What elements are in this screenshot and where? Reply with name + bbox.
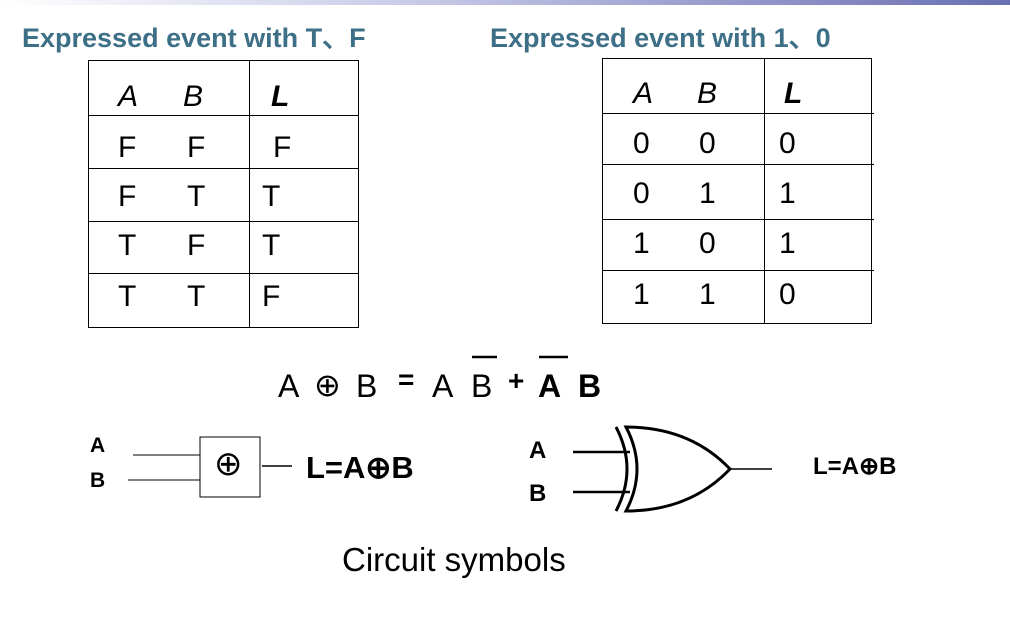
xor-box [199, 436, 261, 498]
table-divider [764, 58, 765, 324]
equation-b-negated: B [471, 368, 493, 404]
table-cell: F [187, 229, 206, 262]
table-header-l: L [784, 77, 803, 110]
table-cell: 0 [633, 177, 650, 210]
input-label-a: A [90, 434, 106, 457]
truth-table-10 [602, 58, 872, 324]
table-divider [88, 168, 359, 169]
table-cell: T [187, 280, 206, 313]
table-cell: 1 [633, 227, 650, 260]
table-cell: 0 [779, 278, 796, 311]
xor-gate-extra-arc [614, 426, 629, 512]
table-divider [88, 115, 359, 116]
table-divider [88, 221, 359, 222]
heading-tf: Expressed event with T、F [22, 23, 366, 53]
equation-a: A [278, 368, 300, 404]
table-divider [602, 219, 874, 220]
table-cell: 0 [699, 127, 716, 160]
table-cell: F [118, 131, 137, 164]
table-cell: T [118, 280, 137, 313]
input-label-b: B [90, 469, 106, 492]
table-header-a: A [118, 80, 139, 113]
xor-box-symbol: ⊕ [214, 445, 243, 483]
table-cell: F [262, 280, 281, 313]
output-equation-label: L=A⊕B [306, 450, 414, 485]
equation-a: A [432, 368, 454, 404]
table-divider [88, 273, 359, 274]
table-cell: 1 [779, 227, 796, 260]
equation-b: B [356, 368, 378, 404]
table-cell: 1 [699, 278, 716, 311]
table-header-l: L [271, 80, 290, 113]
top-accent-bar [0, 0, 1010, 5]
gate-output-equation-label: L=A⊕B [813, 453, 897, 480]
table-cell: 1 [633, 278, 650, 311]
table-cell: 1 [779, 177, 796, 210]
gate-input-label-a: A [529, 437, 547, 464]
table-divider [602, 113, 874, 114]
table-divider [602, 270, 874, 271]
table-header-a: A [633, 77, 654, 110]
table-cell: 0 [633, 127, 650, 160]
table-cell: T [118, 229, 137, 262]
figure-caption: Circuit symbols [342, 541, 566, 578]
table-cell: F [273, 131, 292, 164]
plus-sign: + [508, 365, 525, 396]
table-cell: 0 [779, 127, 796, 160]
equation-a-negated: A [538, 368, 562, 404]
table-divider [249, 60, 250, 328]
table-cell: T [187, 180, 206, 213]
table-cell: T [262, 180, 281, 213]
table-cell: F [187, 131, 206, 164]
table-header-b: B [697, 77, 718, 110]
table-header-b: B [183, 80, 204, 113]
table-divider [602, 164, 874, 165]
table-cell: T [262, 229, 281, 262]
truth-table-tf [88, 60, 359, 328]
table-cell: F [118, 180, 137, 213]
xor-symbol: ⊕ [314, 367, 341, 403]
table-cell: 0 [699, 227, 716, 260]
heading-10: Expressed event with 1、0 [490, 23, 831, 53]
table-cell: 1 [699, 177, 716, 210]
gate-input-label-b: B [529, 480, 547, 507]
equation-b: B [578, 368, 602, 404]
equals-sign: = [398, 364, 415, 395]
xor-gate-body [623, 425, 733, 513]
